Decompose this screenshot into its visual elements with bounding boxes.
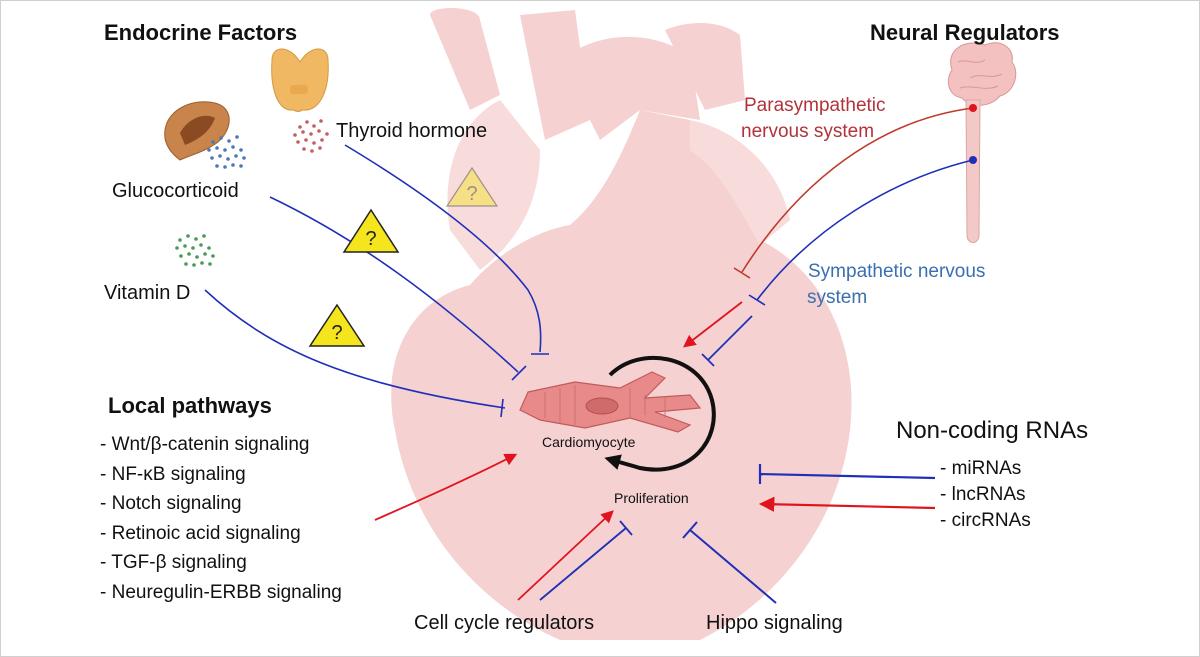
parasympathetic-label-line2: nervous system (741, 121, 875, 142)
list-item: - Neuregulin-ERBB signaling (100, 581, 342, 603)
warning-icon-thyroid: ? (445, 166, 499, 207)
proliferation-label: Proliferation (614, 490, 689, 506)
vitamin-d-label: Vitamin D (104, 282, 191, 304)
parasympathetic-activation-arrow (683, 301, 743, 348)
list-item: - miRNAs (940, 458, 1022, 479)
parasympathetic-label-line1: Parasympathetic (744, 95, 886, 116)
svg-text:?: ? (365, 228, 376, 250)
thyroid-hormone-dots-icon (293, 119, 329, 153)
adrenal-gland-icon (164, 101, 230, 161)
noncoding-rnas-list: - miRNAs - lncRNAs - circRNAs (940, 456, 1031, 534)
endocrine-factors-heading: Endocrine Factors (104, 20, 298, 45)
vitamin-d-dots-icon (175, 234, 215, 267)
hippo-signaling-label: Hippo signaling (706, 612, 843, 634)
cell-cycle-regulators-label: Cell cycle regulators (414, 612, 595, 634)
heart-illustration (391, 8, 852, 640)
svg-text:?: ? (466, 183, 477, 205)
parasympathetic-line (741, 107, 974, 273)
warning-icon-vitamin-d: ? (308, 303, 366, 347)
glucocorticoid-inhibition-line (269, 196, 519, 373)
warning-icon-glucocorticoid: ? (342, 208, 400, 253)
local-pathways-list: - Wnt/β-catenin signaling - NF-κB signal… (100, 430, 342, 607)
thyroid-inhibition-line (344, 144, 542, 353)
list-item: - lncRNAs (940, 484, 1026, 505)
cell-cycle-inhibition-arrow (539, 527, 627, 601)
bottom-regulator-arrows (517, 510, 777, 604)
sympathetic-label-line1: Sympathetic nervous (808, 261, 986, 282)
sympathetic-label-line2: system (807, 287, 868, 308)
list-item: - circRNAs (940, 510, 1031, 531)
hippo-inhibition-arrow (689, 529, 777, 604)
sympathetic-line (756, 159, 974, 301)
cell-cycle-activation-arrow (517, 510, 614, 601)
sympathetic-inhibition-arrow (707, 315, 753, 361)
list-item: - Wnt/β-catenin signaling (100, 434, 310, 455)
vitamin-d-inhibition-line (204, 289, 506, 409)
thyroid-hormone-label: Thyroid hormone (336, 120, 488, 142)
brain-spinal-cord-icon (947, 42, 1017, 243)
glucocorticoid-dots-icon (207, 135, 246, 169)
list-item: - Notch signaling (100, 493, 242, 514)
proliferation-cycle-arrow (604, 355, 716, 472)
svg-text:?: ? (331, 322, 342, 344)
neural-lines (683, 104, 977, 367)
cardiomyocyte-label: Cardiomyocyte (542, 434, 636, 450)
noncoding-rnas-heading: Non-coding RNAs (896, 417, 1089, 444)
list-item: - TGF-β signaling (100, 552, 247, 573)
glucocorticoid-label: Glucocorticoid (112, 180, 239, 202)
list-item: - Retinoic acid signaling (100, 522, 301, 544)
list-item: - NF-κB signaling (100, 463, 246, 485)
neural-regulators-heading: Neural Regulators (870, 20, 1060, 45)
noncoding-rna-arrows (758, 464, 936, 512)
local-pathways-activation-arrow (374, 453, 518, 521)
local-pathways-heading: Local pathways (108, 393, 272, 418)
thyroid-gland-icon (271, 48, 329, 112)
cardiomyocyte-cell-icon (519, 371, 702, 433)
endocrine-inhibition-lines (204, 144, 549, 418)
